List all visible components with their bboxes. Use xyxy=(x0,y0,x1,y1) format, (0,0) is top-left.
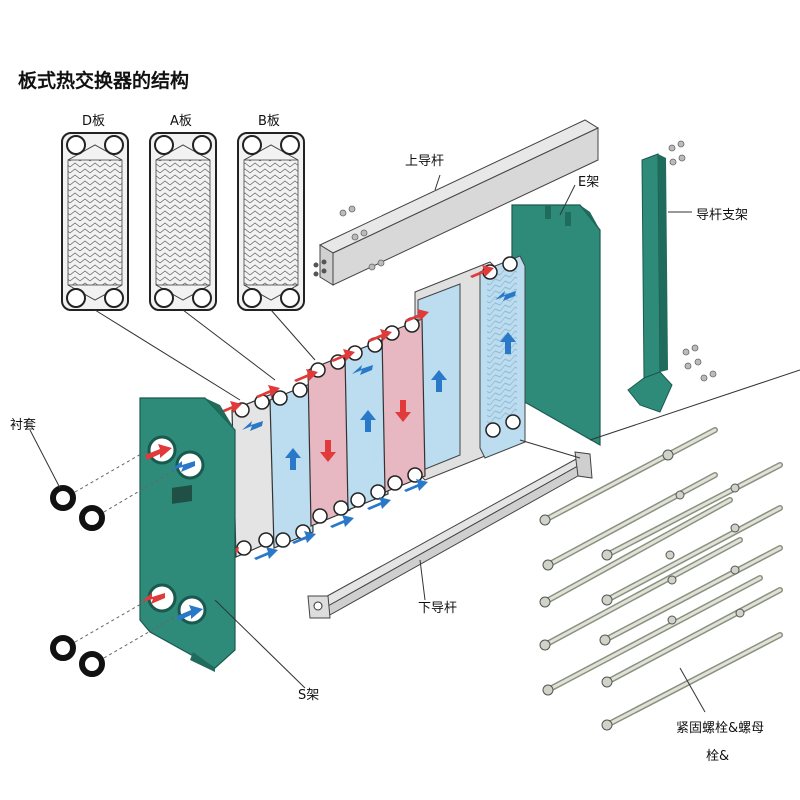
upper-guide-bar xyxy=(313,119,600,286)
label-a-plate: A板 xyxy=(170,114,192,129)
lower-bar-leader xyxy=(419,559,426,601)
label-bolts-nuts-2: 栓& xyxy=(706,749,730,764)
e-frame xyxy=(511,204,601,447)
label-gasket-sleeve: 衬套 xyxy=(10,418,37,433)
s-frame-leader xyxy=(214,599,306,689)
label-d-plate: D板 xyxy=(82,114,106,129)
upper-bar-leader xyxy=(434,174,441,191)
s-frame xyxy=(139,397,236,672)
diagram-title: 板式热交换器的结构 xyxy=(18,70,190,92)
label-upper-guide-bar: 上导杆 xyxy=(405,154,445,169)
plate-leader-lines xyxy=(94,309,316,401)
plate-a-icon xyxy=(149,132,217,311)
label-guide-support: 导杆支架 xyxy=(696,208,749,223)
lower-stack-leader xyxy=(519,439,581,459)
plate-b-icon xyxy=(237,132,305,311)
tightening-bolts xyxy=(539,427,783,731)
e-frame-leader xyxy=(559,184,576,216)
gasket-sleeves xyxy=(50,449,179,677)
bolts-leader xyxy=(679,667,706,713)
bolt-icon xyxy=(339,205,385,271)
gasket-leader xyxy=(29,429,61,489)
plate-d-icon xyxy=(61,132,129,311)
label-b-plate: B板 xyxy=(258,114,280,129)
lower-guide-bar xyxy=(307,451,593,619)
label-s-frame: S架 xyxy=(298,688,320,703)
label-bolts-nuts: 紧固螺栓&螺母 xyxy=(676,721,765,736)
bolts-callout-line xyxy=(589,369,800,441)
label-lower-guide-bar: 下导杆 xyxy=(418,601,458,616)
guide-support-column xyxy=(627,140,717,413)
label-e-frame: E架 xyxy=(578,175,600,190)
cold-flow-arrows xyxy=(242,291,516,560)
plate-stack xyxy=(218,255,526,560)
